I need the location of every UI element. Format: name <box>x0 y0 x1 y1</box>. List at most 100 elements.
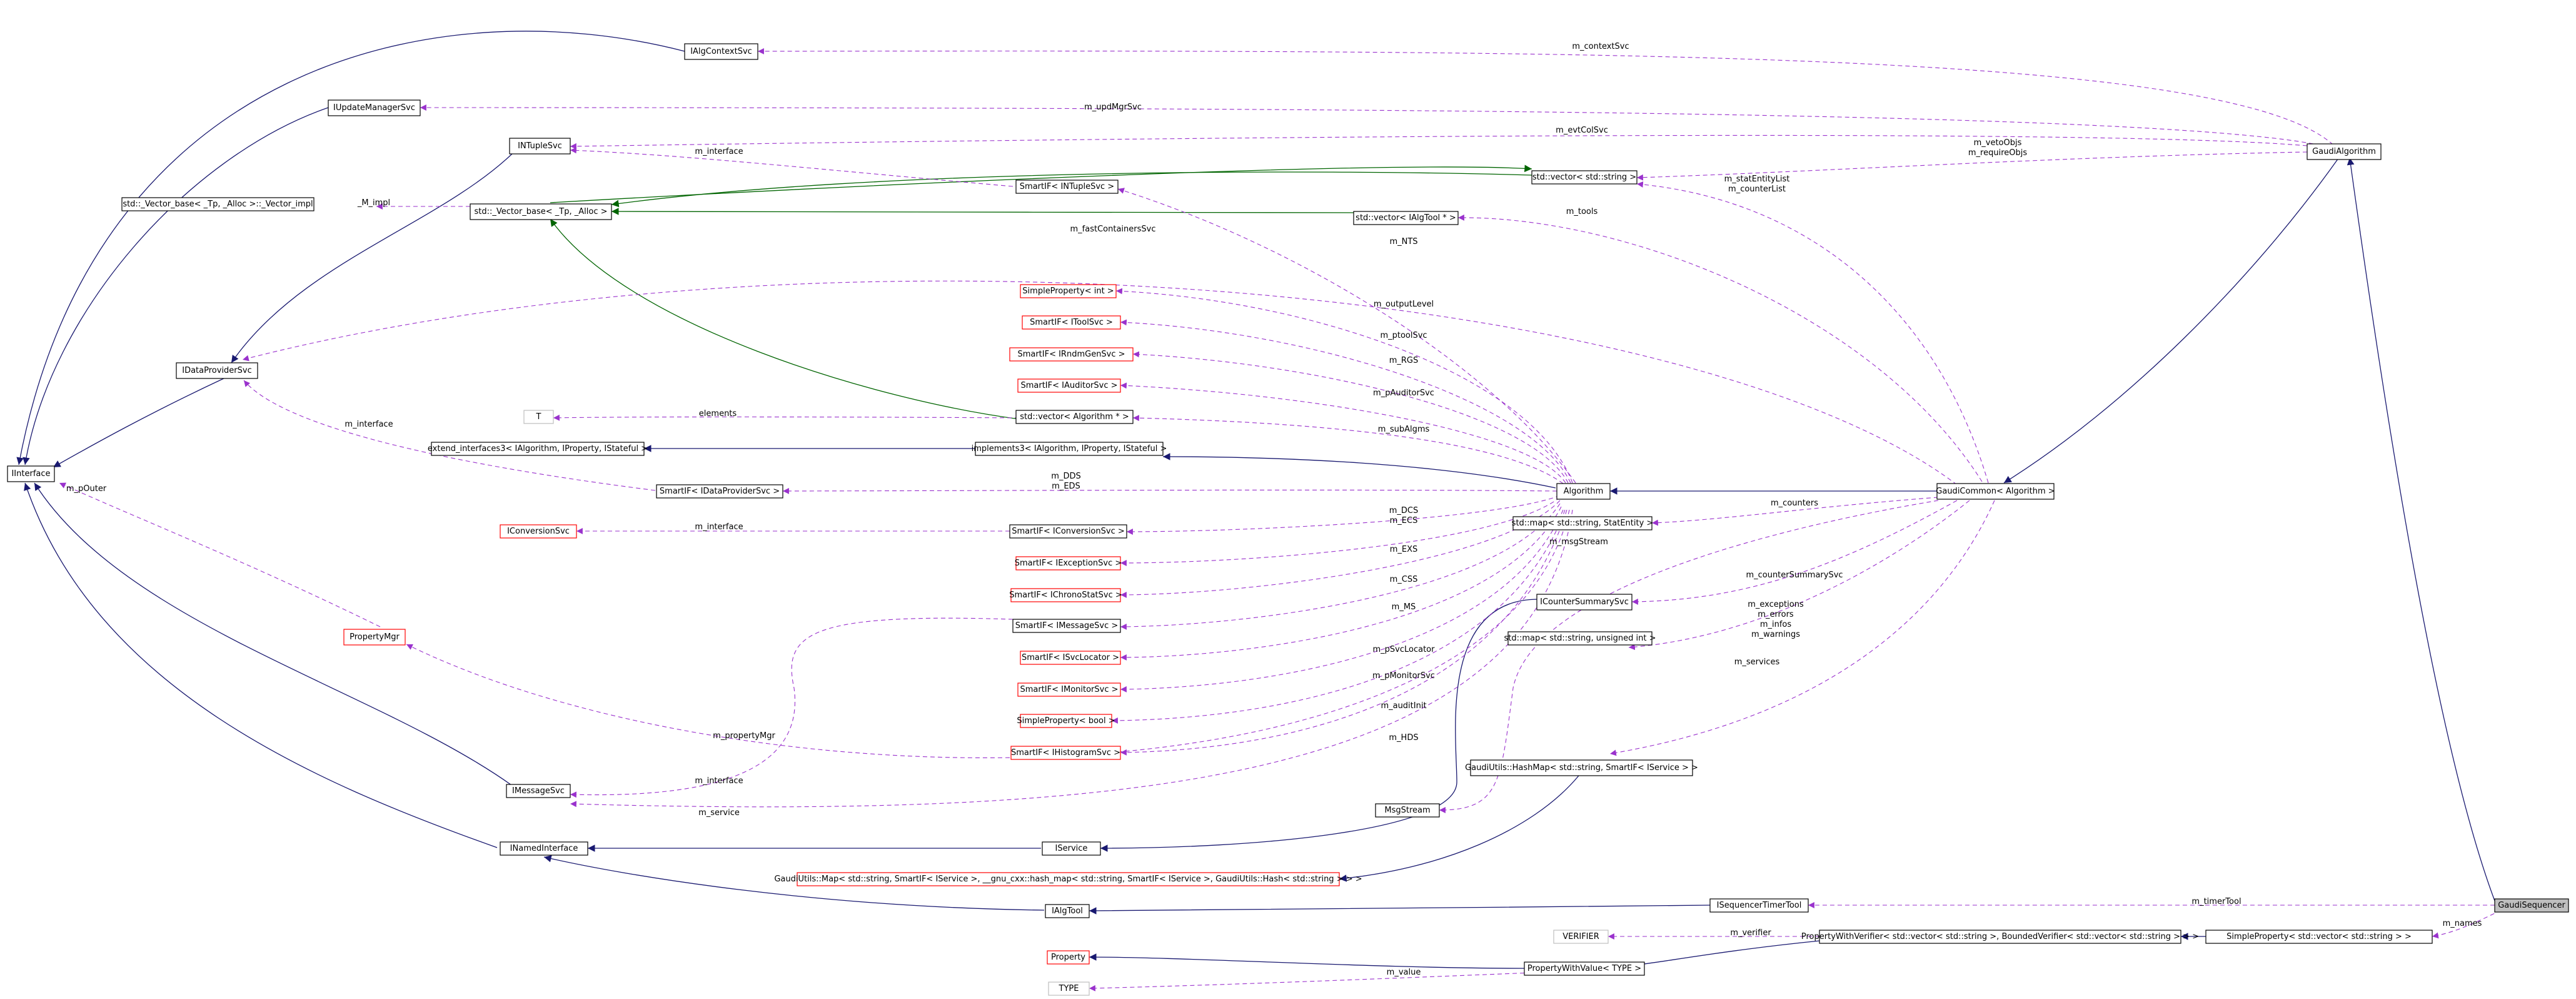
node-intuplesvc[interactable]: INTupleSvc <box>509 138 571 155</box>
node-smartif-isvclocator[interactable]: SmartIF< ISvcLocator > <box>1020 651 1121 665</box>
edge-label-interface-conv: m_interface <box>695 522 743 532</box>
node-label-iservice: IService <box>1055 844 1088 853</box>
edge-label-timertool: m_timerTool <box>2191 897 2241 906</box>
edge-services <box>1609 500 1995 756</box>
node-label-smartif-imessage: SmartIF< IMessageSvc > <box>1015 621 1119 631</box>
node-label-smartif-intuple: SmartIF< INTupleSvc > <box>1020 182 1114 191</box>
edge-intuple-idataprovider <box>231 153 513 363</box>
edge-value <box>1089 972 1532 991</box>
edge-isequencertimer-ialgtool <box>1089 905 1711 915</box>
edge-pouter <box>59 482 381 627</box>
node-gaudihashmap-long[interactable]: GaudiUtils::Map< std::string, SmartIF< I… <box>774 872 1362 886</box>
edge-vector-base-intuple <box>550 165 1532 203</box>
node-smartif-iexception[interactable]: SmartIF< IExceptionSvc > <box>1015 556 1122 570</box>
node-smartif-imessage[interactable]: SmartIF< IMessageSvc > <box>1012 619 1121 633</box>
node-implements3[interactable]: implements3< IAlgorithm, IProperty, ISta… <box>972 442 1167 456</box>
edge-ms <box>1120 503 1561 630</box>
node-t[interactable]: T <box>523 410 554 424</box>
node-smartif-ihistogram[interactable]: SmartIF< IHistogramSvc > <box>1010 746 1121 760</box>
edge-label-auditinit: m_auditInit <box>1381 701 1426 711</box>
node-vector-base[interactable]: std::_Vector_base< _Tp, _Alloc > <box>470 203 612 220</box>
node-gaudisequencer[interactable]: GaudiSequencer <box>2494 898 2569 913</box>
node-map-unsigned[interactable]: std::map< std::string, unsigned int > <box>1504 631 1656 646</box>
edge-names <box>2432 910 2502 939</box>
node-imessagesvc[interactable]: IMessageSvc <box>506 784 571 798</box>
node-label-iconversionsvc: IConversionSvc <box>507 527 570 536</box>
node-extend-interfaces[interactable]: extend_interfaces3< IAlgorithm, IPropert… <box>428 442 648 456</box>
node-property[interactable]: Property <box>1047 950 1090 965</box>
node-smartif-ichrono[interactable]: SmartIF< IChronoStatSvc > <box>1009 588 1122 602</box>
node-smartif-idataprovider[interactable]: SmartIF< IDataProviderSvc > <box>656 484 783 499</box>
edge-label-m-impl: _M_impl <box>357 198 390 208</box>
node-smartif-iauditor[interactable]: SmartIF< IAuditorSvc > <box>1017 378 1121 393</box>
edge-psvclocator <box>1120 506 1562 661</box>
edge-dcs-ecs <box>1126 495 1561 535</box>
node-smartif-imonitor[interactable]: SmartIF< IMonitorSvc > <box>1017 682 1121 697</box>
node-label-smartif-ichrono: SmartIF< IChronoStatSvc > <box>1009 591 1122 600</box>
node-type[interactable]: TYPE <box>1048 981 1090 996</box>
node-label-map-unsigned: std::map< std::string, unsigned int > <box>1504 634 1656 643</box>
edge-label-interface-ntuple: m_interface <box>695 147 743 156</box>
node-simpleproperty-vec[interactable]: SimpleProperty< std::vector< std::string… <box>2205 930 2433 944</box>
edge-subalgms <box>1132 415 1564 484</box>
node-algorithm[interactable]: Algorithm <box>1556 483 1611 500</box>
edge-counters <box>1651 497 1939 526</box>
node-propertymgr[interactable]: PropertyMgr <box>343 629 406 646</box>
node-isequencertimertool[interactable]: ISequencerTimerTool <box>1709 898 1809 913</box>
node-msgstream[interactable]: MsgStream <box>1375 803 1440 818</box>
edge-label-pouter: m_pOuter <box>66 484 107 494</box>
node-propwithvalue[interactable]: PropertyWithValue< TYPE > <box>1524 961 1645 976</box>
node-iconversionsvc[interactable]: IConversionSvc <box>500 524 577 539</box>
edge-nts <box>1117 188 1576 484</box>
edge-label-nts: m_NTS <box>1389 237 1417 246</box>
node-label-vector-impl: std::_Vector_base< _Tp, _Alloc >::_Vecto… <box>123 200 313 209</box>
edge-imessagesvc-iinterface <box>34 482 512 786</box>
node-smartif-itoolsvc[interactable]: SmartIF< IToolSvc > <box>1022 315 1121 330</box>
node-ialgtool[interactable]: IAlgTool <box>1045 904 1090 918</box>
node-icountersummarysvc[interactable]: ICounterSummarySvc <box>1536 594 1633 611</box>
node-simpleproperty-bool[interactable]: SimpleProperty< bool > <box>1017 714 1115 728</box>
edge-label-psvclocator: m_pSvcLocator <box>1373 645 1436 654</box>
edge-algorithm-implements3 <box>1162 453 1556 489</box>
node-map-statentity[interactable]: std::map< std::string, StatEntity > <box>1512 516 1654 530</box>
edge-label-names: m_names <box>2443 919 2482 928</box>
edge-label-hds: m_HDS <box>1389 733 1418 743</box>
node-label-map-statentity: std::map< std::string, StatEntity > <box>1512 519 1654 528</box>
edge-ialgtool-inamed <box>543 854 1045 911</box>
node-ialgcontextsvc[interactable]: IAlgContextSvc <box>684 43 758 60</box>
node-label-simpleproperty-bool: SimpleProperty< bool > <box>1017 716 1115 726</box>
edge-label-msgstream: m_msgStream <box>1549 537 1608 547</box>
edge-auditinit <box>1111 509 1566 724</box>
edge-label-contextsvc: m_contextSvc <box>1572 42 1629 51</box>
node-label-propertymgr: PropertyMgr <box>350 632 400 642</box>
node-vector-string[interactable]: std::vector< std::string > <box>1531 170 1638 185</box>
node-idataprovidersvc[interactable]: IDataProviderSvc <box>176 362 258 379</box>
node-smartif-iconversion[interactable]: SmartIF< IConversionSvc > <box>1009 524 1127 539</box>
node-iservice[interactable]: IService <box>1042 841 1101 856</box>
node-vector-ialgtool[interactable]: std::vector< IAlgTool * > <box>1353 211 1459 225</box>
edge-label-service: m_service <box>698 808 740 818</box>
node-propwithverifier[interactable]: PropertyWithVerifier< std::vector< std::… <box>1801 930 2199 944</box>
node-gaudicommon[interactable]: GaudiCommon< Algorithm > <box>1936 483 2055 500</box>
node-gaudialgorithm[interactable]: GaudiAlgorithm <box>2307 143 2382 160</box>
node-label-smartif-idataprovider: SmartIF< IDataProviderSvc > <box>660 487 780 496</box>
edge-label-vetoobjs: m_vetoObjs <box>1974 138 2022 148</box>
node-label-gaudisequencer: GaudiSequencer <box>2498 901 2565 910</box>
node-vector-algorithm[interactable]: std::vector< Algorithm * > <box>1015 410 1134 424</box>
node-verifier[interactable]: VERIFIER <box>1553 930 1609 944</box>
edge-label-propertymgr: m_propertyMgr <box>713 731 775 741</box>
node-smartif-irndm[interactable]: SmartIF< IRndmGenSvc > <box>1009 347 1134 362</box>
node-gaudihashmap[interactable]: GaudiUtils::HashMap< std::string, SmartI… <box>1465 759 1698 776</box>
node-label-vector-string: std::vector< std::string > <box>1532 173 1636 182</box>
node-inamedinterface[interactable]: INamedInterface <box>500 841 588 856</box>
node-label-smartif-iconversion: SmartIF< IConversionSvc > <box>1012 527 1125 536</box>
node-iupdatemanagersvc[interactable]: IUpdateManagerSvc <box>328 99 421 116</box>
node-iinterface[interactable]: IInterface <box>7 465 55 482</box>
node-simpleproperty-int[interactable]: SimpleProperty< int > <box>1020 284 1117 298</box>
node-smartif-intuple[interactable]: SmartIF< INTupleSvc > <box>1015 180 1119 194</box>
node-vector-impl[interactable]: std::_Vector_base< _Tp, _Alloc >::_Vecto… <box>121 197 314 211</box>
edge-label-fastcontainerssvc: m_fastContainersSvc <box>1070 225 1156 234</box>
edge-gaudialgorithm-gaudicommon <box>2003 158 2339 484</box>
edge-inamed-iinterface <box>24 482 498 848</box>
node-label-ialgcontextsvc: IAlgContextSvc <box>690 47 752 56</box>
